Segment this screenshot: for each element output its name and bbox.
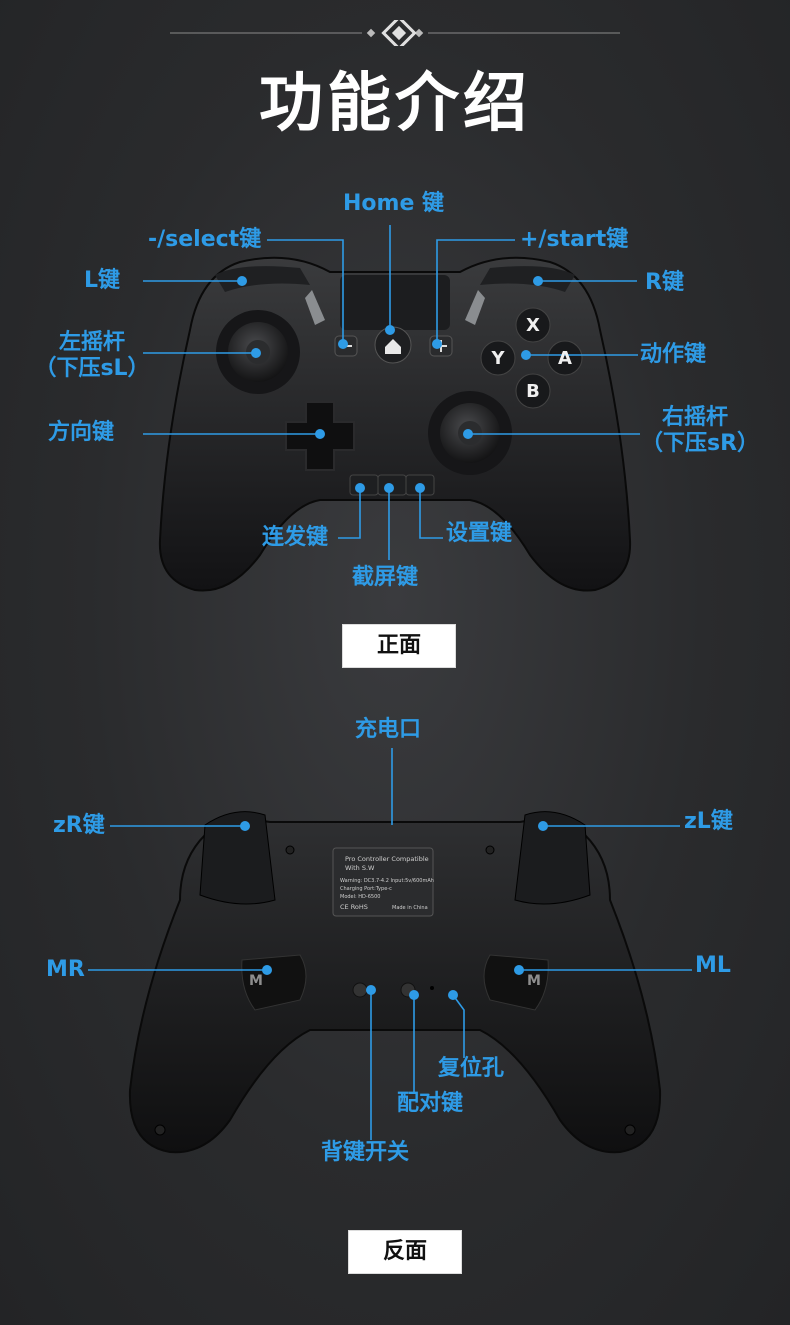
- label-ml-paddle: ML: [695, 953, 731, 978]
- sticker-line-5: Model: HD-6500: [340, 894, 380, 900]
- button-x[interactable]: X: [526, 315, 540, 336]
- label-turbo-key: 连发键: [262, 525, 329, 550]
- sticker-line-3: Warning: DC3.7-4.2 Input:5v/600mAh: [340, 878, 434, 884]
- button-b[interactable]: B: [526, 381, 540, 402]
- label-pair-key: 配对键: [397, 1091, 464, 1116]
- label-right-stick-line2: （下压sR）: [640, 431, 760, 456]
- front-view-badge: 正面: [342, 624, 456, 668]
- label-zl-key: zL键: [684, 809, 733, 834]
- back-controller: [128, 811, 662, 1154]
- label-back-key-switch: 背键开关: [321, 1140, 410, 1165]
- label-zr-key: zR键: [53, 813, 105, 838]
- page-title: 功能介绍: [259, 67, 531, 141]
- label-reset-hole: 复位孔: [438, 1056, 505, 1081]
- sticker-line-2: With S.W: [345, 864, 375, 872]
- front-leader-dots: [237, 276, 543, 493]
- label-charge-port: 充电口: [355, 717, 422, 742]
- label-screenshot-key: 截屏键: [352, 565, 419, 590]
- face-button-letters: X Y A B: [490, 315, 572, 402]
- label-settings-key: 设置键: [446, 521, 513, 546]
- back-leader-dots: [240, 821, 548, 1000]
- label-l-key: L键: [84, 268, 121, 293]
- paddle-right-letter: M: [527, 973, 541, 989]
- label-start-key: +/start键: [520, 227, 629, 252]
- label-dpad: 方向键: [48, 420, 115, 445]
- back-sticker: Pro Controller Compatible With S.W Warni…: [340, 855, 434, 911]
- sticker-line-7: Made in China: [392, 905, 428, 911]
- label-mr-paddle: MR: [46, 957, 85, 982]
- label-left-stick-line1: 左摇杆: [58, 330, 125, 355]
- label-home-key: Home 键: [343, 191, 445, 216]
- label-select-key: -/select键: [148, 227, 262, 252]
- sticker-line-6: CE RoHS: [340, 903, 368, 911]
- button-a[interactable]: A: [558, 348, 572, 369]
- button-y[interactable]: Y: [490, 348, 505, 369]
- front-controller: [158, 256, 632, 592]
- label-right-stick-line1: 右摇杆: [661, 405, 728, 430]
- label-left-stick-line2: （下压sL）: [34, 356, 150, 381]
- paddle-left-letter: M: [249, 973, 263, 989]
- paddle-letters: M M: [249, 973, 541, 989]
- label-action-keys: 动作键: [640, 342, 707, 367]
- front-leader-lines: [143, 225, 640, 560]
- back-leader-lines: [88, 748, 692, 1140]
- sticker-line-4: Charging Port:Type-c: [340, 886, 392, 892]
- back-view-badge: 反面: [348, 1230, 462, 1274]
- sticker-line-1: Pro Controller Compatible: [345, 855, 429, 863]
- label-r-key: R键: [645, 270, 684, 295]
- title-ornament: [170, 20, 620, 46]
